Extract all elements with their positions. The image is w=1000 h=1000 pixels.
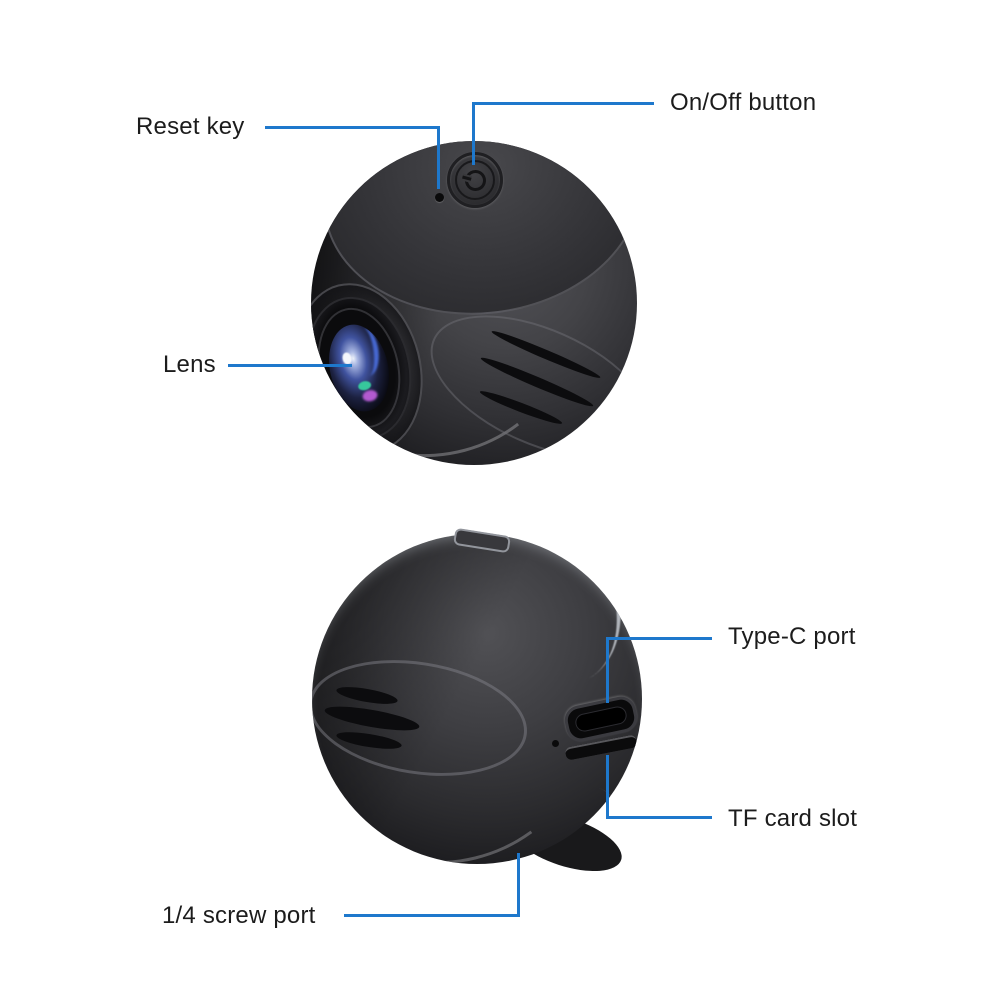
power-icon xyxy=(462,167,488,193)
power-button xyxy=(447,152,503,208)
on-off-callout-line xyxy=(472,102,475,165)
label-lens: Lens xyxy=(163,351,216,378)
reset-key-callout-line xyxy=(265,126,440,129)
reset-key-callout-line xyxy=(437,126,440,189)
lens-callout-line xyxy=(228,364,352,367)
camera-back-view xyxy=(312,527,642,883)
type-c-callout-line xyxy=(606,637,609,703)
lens-reflection-magenta xyxy=(361,388,379,403)
type-c-callout-line xyxy=(606,637,712,640)
label-on-off-button: On/Off button xyxy=(670,89,817,116)
tf-card-callout-line xyxy=(606,755,609,819)
label-tf-card-slot: TF card slot xyxy=(728,805,858,832)
camera-body-front xyxy=(311,141,637,465)
camera-body-back xyxy=(312,534,642,864)
mic-pinhole xyxy=(552,740,559,747)
on-off-callout-line xyxy=(472,102,654,105)
tf-card-callout-line xyxy=(606,816,712,819)
screw-port-callout-line xyxy=(517,853,520,917)
label-type-c-port: Type-C port xyxy=(728,623,856,650)
screw-port-callout-line xyxy=(344,914,520,917)
camera-front-view xyxy=(311,141,637,465)
label-screw-port: 1/4 screw port xyxy=(162,902,316,929)
label-reset-key: Reset key xyxy=(136,113,245,140)
lens-glass xyxy=(320,318,398,418)
reset-pinhole xyxy=(435,193,444,202)
lens-reflection-blue xyxy=(350,326,382,378)
